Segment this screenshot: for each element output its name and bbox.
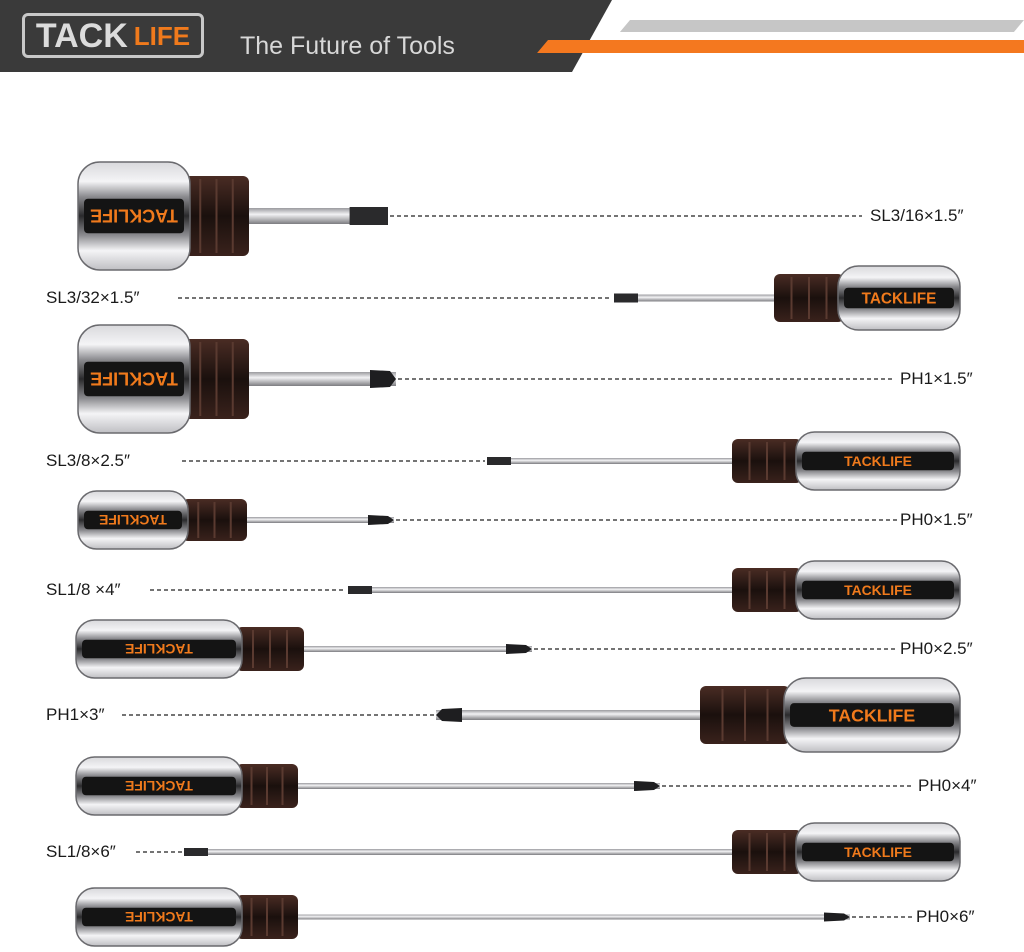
size-label-11: PH0×6″ [916, 907, 975, 926]
handle-grip-band [790, 703, 954, 727]
shaft [243, 517, 394, 523]
size-label-1: SL3/16×1.5″ [870, 206, 964, 225]
screwdriver-1: TACKLIFE [77, 161, 862, 271]
shaft [348, 587, 736, 593]
handle-grip-band [84, 198, 184, 234]
size-label-5: PH0×1.5″ [900, 510, 973, 529]
phillips-tip [506, 644, 532, 654]
handle-grip-band [82, 776, 236, 796]
slotted-tip [348, 586, 372, 594]
shaft [294, 783, 660, 789]
handle-brand-text: TACKLIFE [90, 369, 178, 389]
handle-grip-band [802, 842, 954, 862]
brand-logo: TACK LIFE [22, 13, 204, 58]
handle-brand-text: TACKLIFE [844, 582, 912, 598]
tagline: The Future of Tools [240, 32, 455, 60]
size-label-9: PH0×4″ [918, 776, 977, 795]
handle-brand-text: TACKLIFE [125, 778, 193, 794]
screwdriver-11: TACKLIFE [75, 887, 912, 947]
screwdriver-5: TACKLIFE [77, 490, 898, 550]
header-banner: TACK LIFE The Future of Tools [0, 0, 1024, 72]
slotted-tip [184, 848, 208, 856]
screwdriver-7: TACKLIFE [75, 619, 898, 679]
handle-grip-band [802, 580, 954, 600]
screwdriver-4: TACKLIFE [182, 431, 961, 491]
handle-brand-text: TACKLIFE [125, 909, 193, 925]
handle-grip-band [82, 639, 236, 659]
size-label-7: PH0×2.5″ [900, 639, 973, 658]
slotted-tip [614, 293, 638, 303]
screwdriver-9: TACKLIFE [75, 756, 914, 816]
size-label-2: SL3/32×1.5″ [46, 288, 140, 307]
size-label-8: PH1×3″ [46, 705, 105, 724]
slotted-tip [349, 207, 388, 225]
shaft [487, 458, 736, 464]
screwdriver-6: TACKLIFE [150, 560, 961, 620]
phillips-tip [824, 912, 850, 922]
handle-grip-band [84, 361, 184, 397]
slotted-tip [487, 457, 511, 465]
screwdriver-8: TACKLIFE [122, 677, 961, 753]
handle-grip-band [82, 907, 236, 927]
handle-brand-text: TACKLIFE [99, 512, 167, 528]
handle-grip-band [802, 451, 954, 471]
screwdriver-10: TACKLIFE [136, 822, 961, 882]
shaft [184, 849, 736, 855]
shaft [245, 372, 396, 386]
handle-grip-band [844, 287, 954, 309]
phillips-tip [436, 708, 462, 722]
phillips-tip [368, 515, 394, 525]
logo-sub-text: LIFE [133, 20, 191, 51]
phillips-tip [634, 781, 660, 791]
handle-brand-text: TACKLIFE [862, 291, 937, 308]
handle-brand-text: TACKLIFE [829, 705, 916, 725]
shaft [614, 294, 778, 302]
shaft [436, 710, 704, 720]
screwdriver-3: TACKLIFE [77, 324, 892, 434]
handle-brand-text: TACKLIFE [90, 206, 178, 226]
logo-main-text: TACK [35, 16, 128, 55]
phillips-tip [370, 370, 396, 388]
screwdriver-2: TACKLIFE [178, 265, 961, 331]
size-label-6: SL1/8 ×4″ [46, 580, 121, 599]
size-label-4: SL3/8×2.5″ [46, 451, 131, 470]
handle-brand-text: TACKLIFE [844, 453, 912, 469]
size-label-10: SL1/8×6″ [46, 842, 116, 861]
size-label-3: PH1×1.5″ [900, 369, 973, 388]
handle-brand-text: TACKLIFE [125, 641, 193, 657]
shaft [300, 646, 532, 652]
handle-grip-band [84, 510, 182, 530]
shaft [294, 914, 850, 920]
handle-brand-text: TACKLIFE [844, 844, 912, 860]
